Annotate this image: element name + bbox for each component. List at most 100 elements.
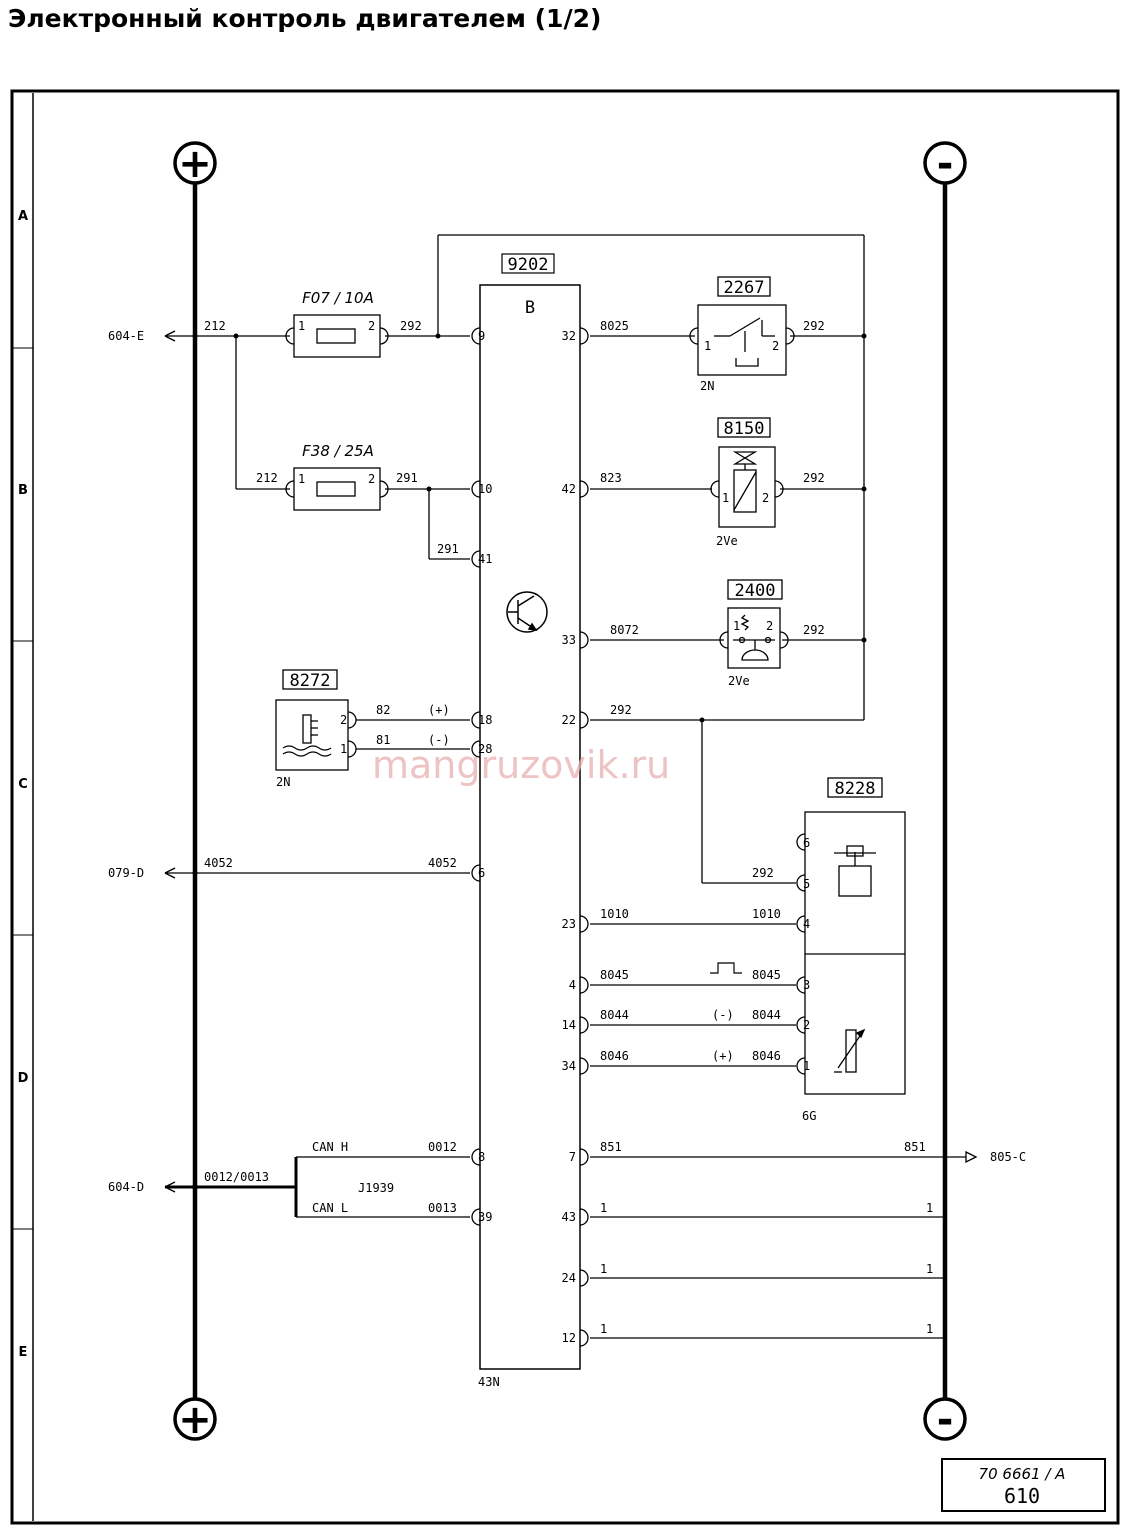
component-8228 <box>796 777 906 1095</box>
stamp-code: 70 6661 / A <box>979 1465 1066 1483</box>
can-protocol-label: J1939 <box>358 1181 394 1195</box>
component-8272-pin2: 2 <box>340 713 347 727</box>
ecu-right-pin-hoops <box>579 327 589 1347</box>
wire-label: 0012/0013 <box>204 1170 269 1184</box>
ecu-pin: 33 <box>562 633 576 647</box>
ecu-transistor-symbol <box>506 591 548 633</box>
ecu-letter: B <box>525 298 535 318</box>
watermark: mangruzovik.ru <box>372 743 670 787</box>
wire-label: 1 <box>600 1201 607 1215</box>
component-8150-valve <box>710 417 784 528</box>
ecu-pin: 7 <box>569 1150 576 1164</box>
wire-label: 1010 <box>752 907 781 921</box>
wire-label: 8025 <box>600 319 629 333</box>
wire-label: 1 <box>926 1262 933 1276</box>
wire-label: 1 <box>926 1322 933 1336</box>
component-8272-sensor <box>275 669 357 771</box>
wire-label: 8044 <box>752 1008 781 1022</box>
wire-label: 291 <box>437 542 459 556</box>
wire-label: 851 <box>904 1140 926 1154</box>
wire-label: 82 <box>376 703 390 717</box>
minus-symbol-top: - <box>937 141 954 187</box>
plus-symbol-bottom: + <box>178 1397 212 1443</box>
wire-labels: 212 292 212 291 291 8025 292 823 292 807… <box>204 319 933 1336</box>
wire-label: 851 <box>600 1140 622 1154</box>
component-2267-switch <box>689 276 795 376</box>
wire-label: 8046 <box>600 1049 629 1063</box>
wire-label: 292 <box>803 623 825 637</box>
fuse-f38-pin2: 2 <box>368 472 375 486</box>
ref-604-e: 604-E <box>108 329 144 343</box>
wire-label: 292 <box>803 471 825 485</box>
component-2400-switch <box>719 579 789 669</box>
ecu-pin: 39 <box>478 1210 492 1224</box>
ecu-pin: 18 <box>478 713 492 727</box>
ecu-pin: 28 <box>478 742 492 756</box>
wire-label: 212 <box>204 319 226 333</box>
fuse-f07-label: F07 / 10A <box>302 289 374 307</box>
zone-d: D <box>18 1071 29 1086</box>
component-2400-location: 2Ve <box>728 674 750 688</box>
component-8228-pin3: 3 <box>803 978 810 992</box>
component-8150-location: 2Ve <box>716 534 738 548</box>
ecu-pin: 9 <box>478 329 485 343</box>
wire-label: 8045 <box>752 968 781 982</box>
wire-label: 823 <box>600 471 622 485</box>
component-2267-pin1: 1 <box>704 339 711 353</box>
zone-a: A <box>18 209 28 224</box>
wire-label: 81 <box>376 733 390 747</box>
reference-arrows <box>164 330 978 1193</box>
title-stamp-box <box>941 1458 1106 1512</box>
plus-terminal-bottom <box>173 1397 217 1441</box>
wire-label: 1 <box>600 1262 607 1276</box>
ecu-pin: 14 <box>562 1018 576 1032</box>
component-8150-pin1: 1 <box>722 491 729 505</box>
ecu-pin: 8 <box>478 1150 485 1164</box>
wire-label: (+) <box>712 1049 734 1063</box>
ref-604-d: 604-D <box>108 1180 144 1194</box>
wire-label: 4052 <box>204 856 233 870</box>
component-8272-id: 8272 <box>290 671 331 691</box>
zone-e: E <box>19 1345 28 1360</box>
wire-label: 1 <box>600 1322 607 1336</box>
plus-symbol-top: + <box>178 141 212 187</box>
wire-label: 8072 <box>610 623 639 637</box>
fuse-f38-pin1: 1 <box>298 472 305 486</box>
fuse-f38 <box>285 467 389 511</box>
fuse-f07-pin1: 1 <box>298 319 305 333</box>
component-8228-pin6: 6 <box>803 836 810 850</box>
zone-c: C <box>18 777 28 792</box>
component-8228-location: 6G <box>802 1109 816 1123</box>
component-8228-id: 8228 <box>835 779 876 799</box>
component-2267-id: 2267 <box>724 278 765 298</box>
plus-terminal-top <box>173 141 217 185</box>
component-8228-pin5: 5 <box>803 877 810 891</box>
wire-label: (+) <box>428 703 450 717</box>
component-8150-id: 8150 <box>724 419 765 439</box>
ecu-left-pin-hoops <box>471 327 481 1226</box>
ecu-pin: 34 <box>562 1059 576 1073</box>
component-8272-location: 2N <box>276 775 290 789</box>
wire-label: (-) <box>428 733 450 747</box>
stamp-page: 610 <box>1004 1484 1040 1508</box>
ecu-pin: 6 <box>478 866 485 880</box>
ecu-9202-id-box <box>501 253 555 274</box>
fuse-f38-label: F38 / 25A <box>302 442 374 460</box>
wire-label: 8046 <box>752 1049 781 1063</box>
ref-079-d: 079-D <box>108 866 144 880</box>
wire-label: (-) <box>712 1008 734 1022</box>
ecu-9202-body <box>479 284 581 1370</box>
wire-label: 4052 <box>428 856 457 870</box>
wire-label: CAN L <box>312 1201 348 1215</box>
wire-label: 0013 <box>428 1201 457 1215</box>
component-2267-location: 2N <box>700 379 714 393</box>
wire-label: 292 <box>400 319 422 333</box>
minus-symbol-bottom: - <box>937 1397 954 1443</box>
component-2400-pin2: 2 <box>766 619 773 633</box>
wire-label: 1010 <box>600 907 629 921</box>
ecu-pin: 23 <box>562 917 576 931</box>
ecu-location: 43N <box>478 1375 500 1389</box>
component-8272-pin1: 1 <box>340 742 347 756</box>
component-8228-pin1: 1 <box>803 1059 810 1073</box>
